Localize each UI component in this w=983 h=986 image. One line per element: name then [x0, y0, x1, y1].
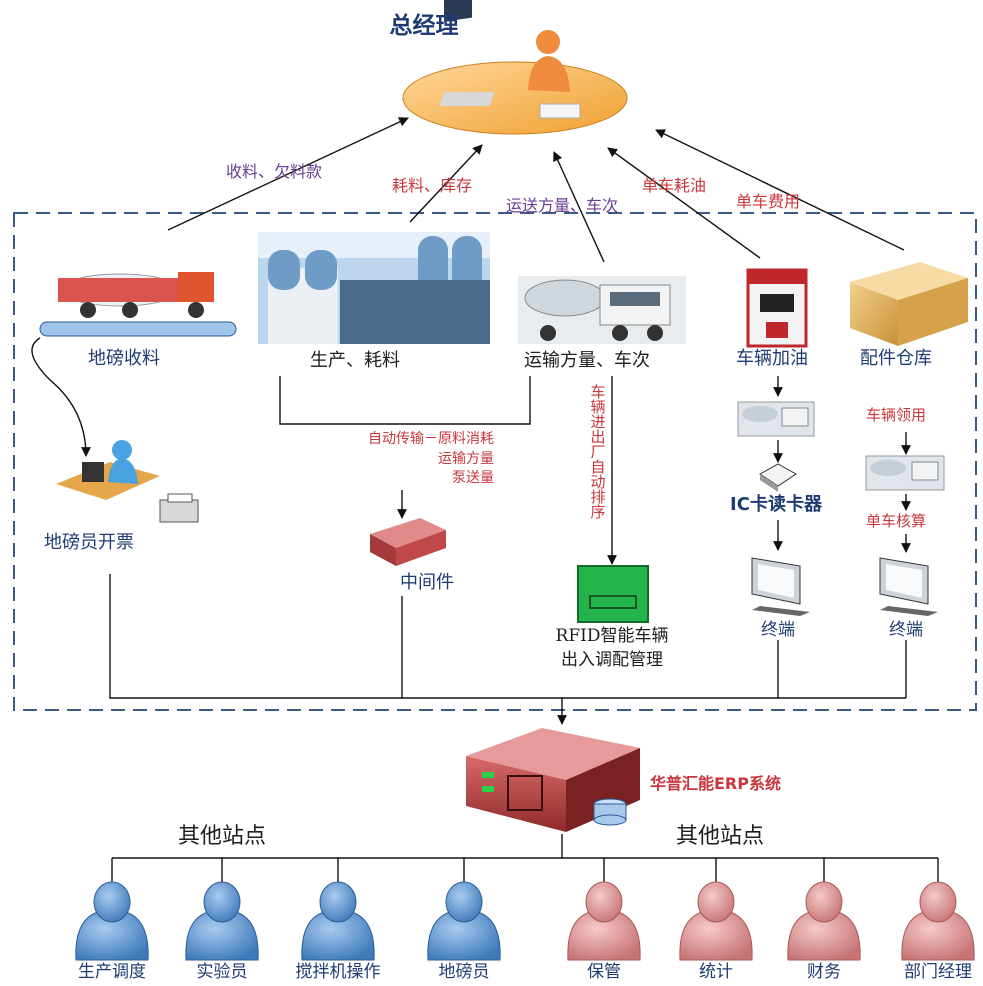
label-ic-reader: IC卡读卡器: [730, 494, 822, 515]
user-role-label: 保管: [587, 962, 621, 982]
user-role-label: 实验员: [196, 962, 248, 982]
user-role-label: 地磅员: [438, 962, 490, 982]
label-production: 生产、耗料: [310, 350, 400, 371]
user-role-label: 财务: [807, 962, 841, 982]
user-avatar-icon: [567, 881, 641, 961]
user-avatar-icon: [75, 881, 149, 961]
flow-transport-trips: 运送方量、车次: [506, 196, 619, 215]
terminal-monitor-right-icon: [879, 557, 938, 616]
arrow-receiving-to-gm: [167, 117, 409, 231]
label-vehicle-auto-queue: 车辆进出厂自动排序: [588, 384, 607, 519]
label-auto-transfer-2: 运输方量: [438, 451, 494, 467]
site-boundary: [13, 212, 977, 711]
arrow-scale-to-clerk: [31, 337, 91, 457]
user-figures: [75, 881, 975, 961]
label-vehicle-requisition: 车辆领用: [866, 406, 927, 424]
rfid-device-icon: [577, 565, 649, 623]
card-reader-icon: [759, 463, 797, 492]
label-scale-receiving: 地磅收料: [88, 348, 160, 369]
user-drops: [111, 858, 939, 884]
general-manager-desk-icon: [402, 0, 628, 135]
user-avatar-icon: [185, 881, 259, 961]
flow-fuel-per-vehicle: 单车耗油: [642, 176, 707, 195]
erp-server-icon: [466, 728, 640, 832]
bus-line: [109, 574, 906, 699]
label-auto-transfer-3: 泵送量: [452, 470, 494, 486]
label-transport: 运输方量、车次: [524, 350, 650, 371]
user-role-label: 生产调度: [78, 962, 146, 982]
arrow-cost-to-gm: [655, 129, 905, 251]
batching-plant-photo: [258, 232, 490, 344]
auto-transfer-bracket: [279, 376, 531, 425]
label-auto-transfer-1: 自动传输－原料消耗: [368, 431, 494, 447]
label-other-sites-left: 其他站点: [178, 824, 267, 849]
label-refueling: 车辆加油: [736, 348, 808, 369]
label-other-sites-right: 其他站点: [676, 824, 765, 849]
user-avatar-icon: [787, 881, 861, 961]
parts-box-icon: [850, 262, 968, 346]
user-role-label: 部门经理: [904, 962, 972, 982]
label-scale-clerk-ticket: 地磅员开票: [44, 532, 134, 553]
flow-receiving-debt: 收料、欠料款: [226, 162, 323, 181]
arrow-transport-to-gm: [553, 151, 605, 263]
middleware-device-icon: [370, 518, 446, 566]
label-parts-warehouse: 配件仓库: [860, 348, 932, 369]
flow-cost-per-vehicle: 单车费用: [736, 192, 801, 211]
label-terminal-left: 终端: [761, 620, 795, 640]
label-terminal-right: 终端: [889, 620, 923, 640]
arrow-production-to-gm: [409, 144, 483, 223]
label-middleware: 中间件: [400, 572, 454, 593]
arrow-fuel-to-gm: [607, 147, 761, 259]
label-rfid-1: RFID智能车辆: [555, 626, 669, 646]
flow-consumption-inventory: 耗料、库存: [392, 176, 473, 195]
user-role-label: 搅拌机操作: [295, 962, 381, 982]
small-mixer-truck-icon: [737, 401, 815, 437]
label-erp-system: 华普汇能ERP系统: [650, 774, 781, 793]
printer-icon: [159, 493, 199, 523]
general-manager-title: 总经理: [389, 12, 459, 39]
user-avatar-icon: [301, 881, 375, 961]
label-rfid-2: 出入调配管理: [561, 650, 663, 670]
user-avatar-icon: [427, 881, 501, 961]
label-vehicle-accounting: 单车核算: [866, 512, 927, 530]
user-avatar-icon: [679, 881, 753, 961]
scale-clerk-desk-icon: [56, 440, 160, 500]
mixer-truck-photo: [518, 276, 686, 344]
small-mixer-truck-2-icon: [865, 455, 945, 491]
fuel-pump-icon: [746, 268, 808, 348]
user-role-label: 统计: [699, 962, 733, 982]
user-avatar-icon: [901, 881, 975, 961]
tanker-truck-icon: [39, 272, 237, 337]
terminal-monitor-left-icon: [751, 557, 810, 616]
